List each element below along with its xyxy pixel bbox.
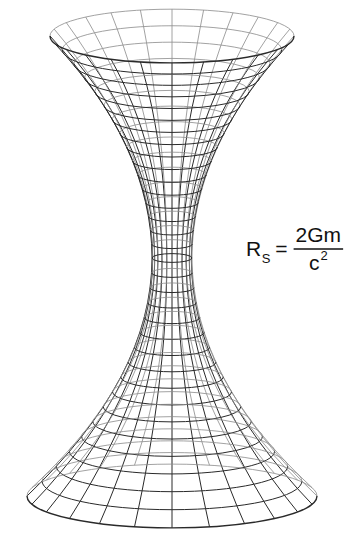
ring-front (120, 133, 225, 145)
meridian-line (50, 36, 152, 258)
ring-back (128, 352, 216, 362)
throat-ring (152, 254, 192, 263)
ring-front (152, 244, 193, 248)
subscript: S (262, 252, 271, 265)
fraction-bar (294, 248, 344, 249)
ring-back (104, 90, 240, 105)
ring-back (138, 167, 207, 175)
meridian-line (46, 260, 154, 512)
meridian-line (182, 262, 245, 524)
ring-back (152, 240, 193, 244)
ring-front (112, 392, 231, 405)
meridian-line (172, 254, 173, 465)
ring-back (150, 283, 194, 288)
ring-front (128, 362, 216, 372)
ring-back (56, 441, 287, 466)
ring-back (95, 74, 250, 91)
meridian-line (189, 260, 297, 512)
ring-front (148, 303, 197, 308)
ring-front (138, 175, 207, 183)
denominator: c (309, 252, 320, 273)
ring-front (146, 203, 199, 209)
symbol-r: R (246, 238, 261, 259)
meridian-line (191, 43, 289, 259)
ring-front (127, 147, 218, 157)
ring-front (27, 496, 317, 528)
meridian-line (100, 262, 163, 524)
ring-front (50, 36, 294, 63)
meridian-line (54, 43, 153, 259)
ring-front (132, 161, 211, 170)
meridian-line (182, 13, 233, 254)
ring-front (150, 230, 193, 235)
equals-sign: = (275, 238, 287, 259)
ring-back (74, 42, 270, 64)
ring-back (150, 226, 193, 231)
ring-back (93, 404, 251, 421)
ring-back (146, 197, 199, 203)
ring-front (56, 466, 287, 491)
ring-front (104, 105, 240, 120)
ring-back (148, 211, 195, 216)
ring-back (69, 429, 274, 452)
ring-back (50, 9, 294, 36)
ring-front (62, 50, 281, 74)
ring-front (95, 92, 250, 109)
ring-back (112, 379, 231, 392)
meridian-line (172, 9, 173, 253)
ring-back (120, 122, 225, 134)
ring-back (148, 297, 197, 302)
meridian-line (54, 29, 153, 257)
ring-front (152, 273, 193, 278)
ring-back (140, 325, 204, 332)
ring-back (85, 58, 260, 77)
meridian-line (27, 258, 152, 496)
ring-back (42, 453, 302, 482)
ring-back (144, 311, 200, 317)
ring-front (82, 437, 263, 457)
meridian-line (191, 257, 312, 488)
ring-front (150, 288, 194, 293)
ring-front (148, 216, 195, 221)
ring-front (42, 481, 302, 510)
meridian-line (70, 255, 158, 474)
ring-front (112, 119, 232, 132)
ring-front (74, 64, 270, 86)
ring-front (142, 189, 202, 196)
ring-back (142, 182, 202, 189)
ring-front (140, 332, 204, 339)
meridian-line (192, 258, 317, 496)
meridian-line (191, 29, 289, 257)
ring-front (93, 422, 251, 439)
ring-front (144, 318, 200, 324)
ring-back (134, 339, 209, 347)
exponent: 2 (321, 249, 328, 262)
ring-back (62, 26, 281, 50)
ring-back (121, 366, 224, 377)
meridian-line (111, 13, 162, 254)
meridian-line (135, 254, 167, 466)
ring-front (69, 451, 274, 474)
ring-back (27, 464, 317, 496)
numerator: 2Gm (296, 224, 342, 245)
ring-back (152, 268, 193, 273)
